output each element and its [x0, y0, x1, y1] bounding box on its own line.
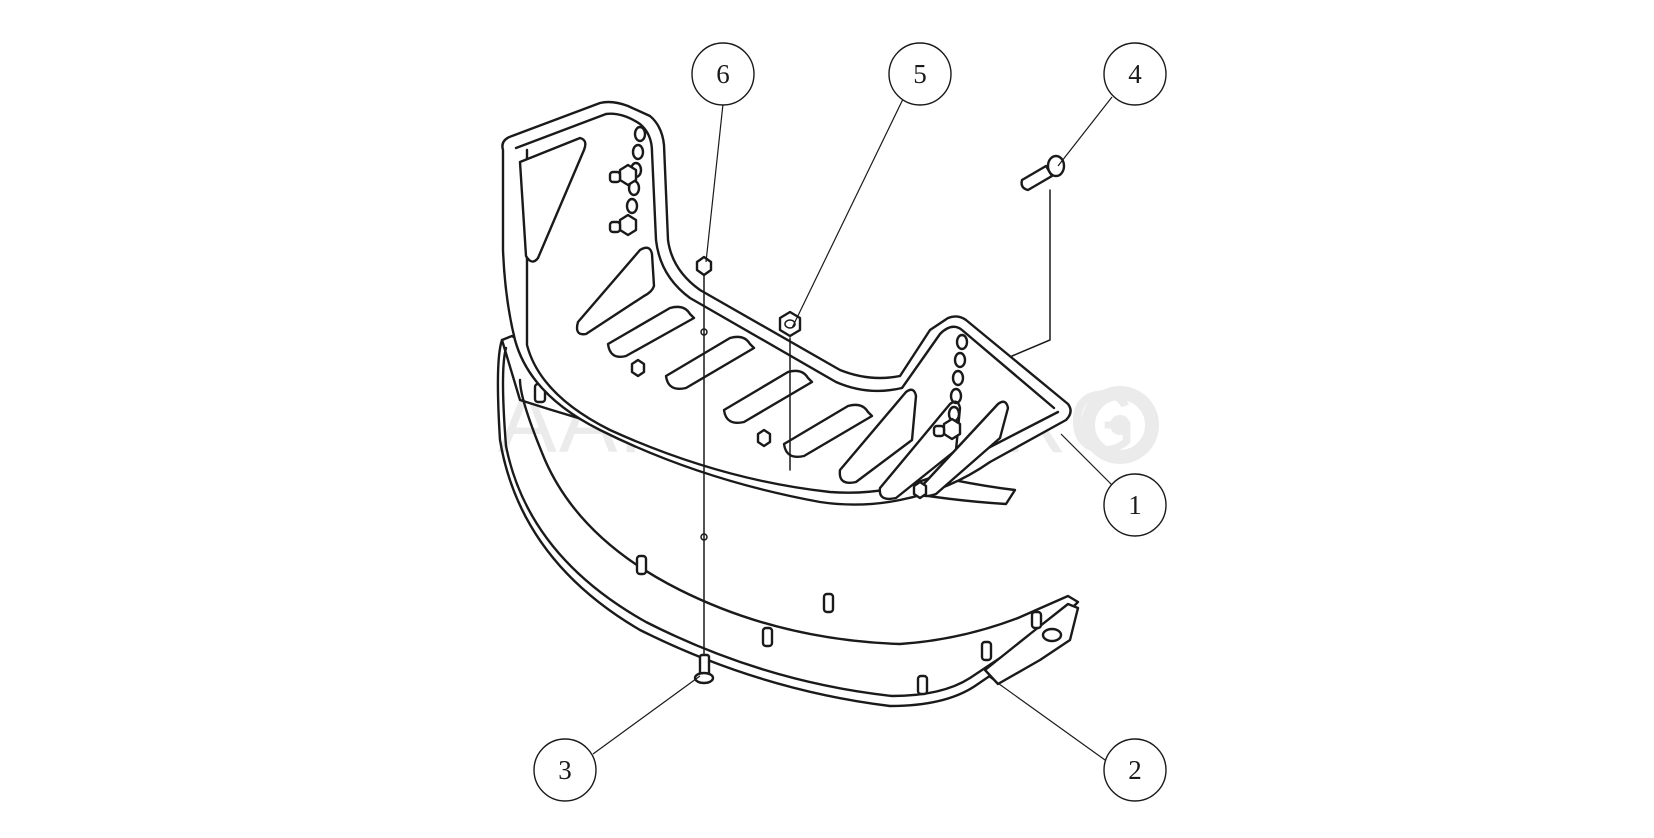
- callout-4-label: 4: [1128, 59, 1142, 89]
- gear-icon: [1081, 386, 1159, 464]
- frame-part-1: [501, 100, 1072, 506]
- callout-6: 6: [691, 42, 755, 106]
- callout-2-label: 2: [1128, 755, 1142, 785]
- callout-3: 3: [533, 738, 597, 802]
- bolt-part-3: [693, 269, 715, 685]
- bolt-part-4: [1011, 154, 1066, 357]
- adjustment-holes-right: [947, 333, 969, 423]
- leader-lines: [592, 96, 1114, 766]
- callout-1: 1: [1103, 473, 1167, 537]
- nut-part-5: [778, 310, 802, 471]
- callout-5-label: 5: [913, 59, 927, 89]
- callout-3-label: 3: [558, 755, 572, 785]
- callout-1-label: 1: [1128, 490, 1142, 520]
- nut-part-6: [695, 255, 713, 277]
- mounted-nuts: [608, 163, 962, 500]
- callout-5: 5: [888, 42, 952, 106]
- callout-6-label: 6: [716, 59, 730, 89]
- callout-2: 2: [1103, 738, 1167, 802]
- callout-4: 4: [1103, 42, 1167, 106]
